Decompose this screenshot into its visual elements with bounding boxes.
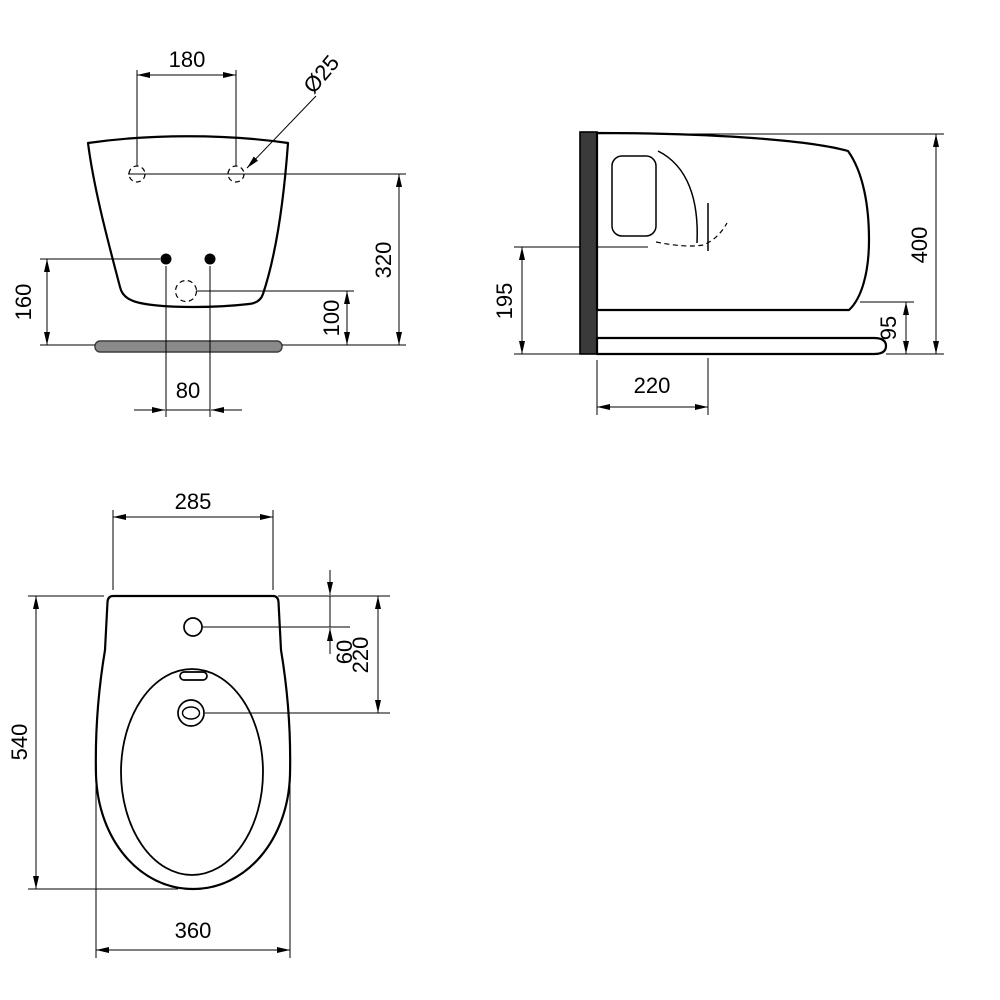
dim-label-max-width: 360 <box>175 918 212 943</box>
dim-label-total-height: 400 <box>907 227 932 264</box>
dim-label-inner-height: 195 <box>492 283 517 320</box>
dim-label-hole-diameter: Ø25 <box>298 50 344 98</box>
drain-outer <box>177 699 205 727</box>
side-base-bar <box>595 336 888 356</box>
dim-label-tap-spacing: 80 <box>176 378 200 403</box>
dim-label-drain-offset: 220 <box>348 637 373 674</box>
bidet-side-outline <box>595 131 871 312</box>
leader-line-hole-diameter <box>246 95 317 169</box>
base-plate <box>94 340 283 353</box>
bidet-front-outline <box>86 135 290 309</box>
top-extension-lines <box>28 510 390 958</box>
bidet-top-outline <box>94 594 292 891</box>
inner-back-pocket <box>611 155 657 237</box>
dim-label-base-height: 95 <box>876 316 901 340</box>
dim-label-taps-height: 160 <box>11 284 36 321</box>
front-view: 180 Ø25 320 100 160 80 <box>11 47 406 417</box>
tap-hole-right <box>204 253 216 265</box>
dim-label-length: 540 <box>7 724 32 761</box>
top-dimension-lines <box>33 514 381 953</box>
dim-label-back-width: 285 <box>175 489 212 514</box>
overflow-slot <box>179 671 208 681</box>
dim-label-tap-offset: 60 <box>332 640 357 664</box>
hidden-bowl-line <box>655 222 728 247</box>
dim-label-hole-spacing: 180 <box>169 47 206 72</box>
dim-label-drain-height: 100 <box>319 300 344 337</box>
top-view: 285 540 360 220 60 <box>7 489 390 958</box>
inner-bowl-rim <box>120 668 264 876</box>
side-view: 195 400 95 220 <box>492 131 944 415</box>
inner-bowl-curve <box>657 150 698 244</box>
wall-plate <box>579 131 598 355</box>
front-extension-lines <box>40 70 406 417</box>
side-dimension-lines <box>519 134 939 410</box>
front-dimension-lines <box>44 72 402 413</box>
tap-hole <box>183 617 203 637</box>
drain-inner <box>181 706 201 720</box>
dim-label-depth: 220 <box>634 373 671 398</box>
dim-label-holes-height: 320 <box>371 242 396 279</box>
tap-hole-left <box>160 253 172 265</box>
